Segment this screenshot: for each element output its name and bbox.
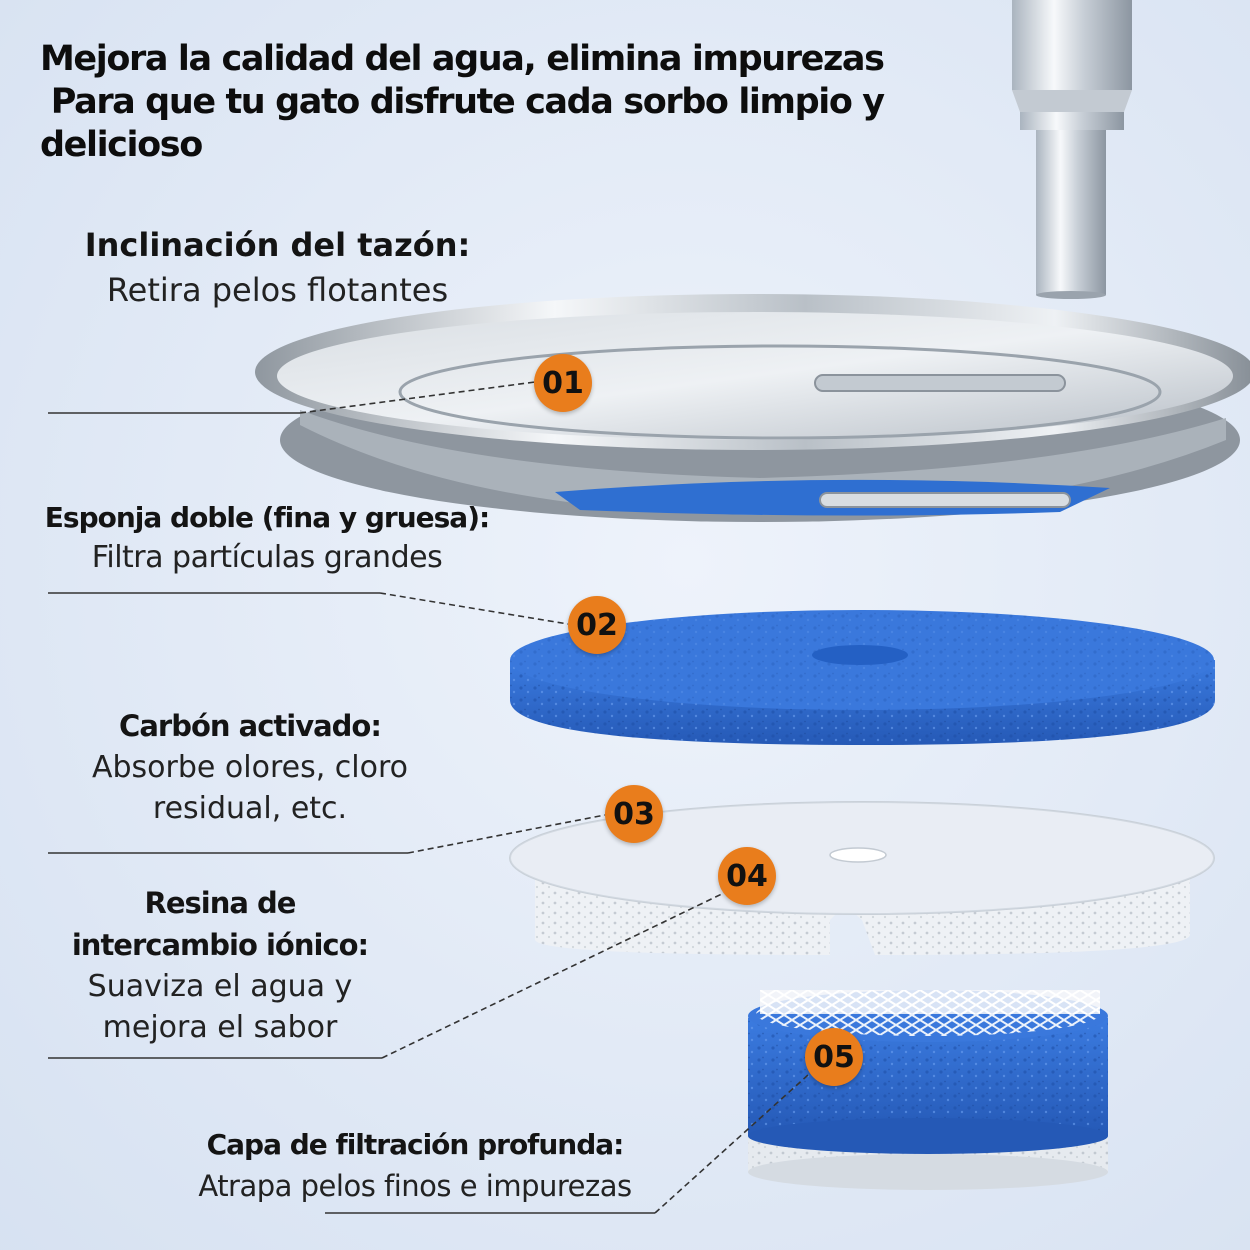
steel-bowl xyxy=(255,294,1250,522)
pump-tube xyxy=(1012,0,1132,299)
layer-05-description: Atrapa pelos finos e impurezas xyxy=(198,1169,632,1203)
layer-02-title: Esponja doble (fina y gruesa): xyxy=(44,501,490,534)
layer-01-description: Retira pelos flotantes xyxy=(106,271,449,309)
layer-01-title: Inclinación del tazón: xyxy=(84,226,471,264)
deep-filter-cylinder xyxy=(748,990,1108,1190)
layer-03-title: Carbón activado: xyxy=(119,709,382,743)
badge-04: 04 xyxy=(718,847,776,905)
badge-02: 02 xyxy=(568,596,626,654)
layer-01-label: Inclinación del tazón: Retira pelos flot… xyxy=(30,222,525,312)
layer-04-title-line-2: intercambio iónico: xyxy=(71,928,369,962)
badge-01: 01 xyxy=(534,354,592,412)
layer-04-description-line-2: mejora el sabor xyxy=(102,1010,338,1045)
layer-04-label: Resina de intercambio iónico: Suaviza el… xyxy=(30,882,410,1048)
layer-03-description-line-1: Absorbe olores, cloro xyxy=(91,750,408,785)
badge-05: 05 xyxy=(805,1028,863,1086)
headline: Mejora la calidad del agua, elimina impu… xyxy=(40,38,1000,167)
layer-05-label: Capa de filtración profunda: Atrapa pelo… xyxy=(150,1125,680,1207)
layer-05-title: Capa de filtración profunda: xyxy=(206,1128,625,1161)
layer-04-description-line-1: Suaviza el agua y xyxy=(87,969,353,1004)
resin-disc xyxy=(509,801,1215,955)
layer-03-label: Carbón activado: Absorbe olores, cloro r… xyxy=(40,705,460,829)
layer-02-description: Filtra partículas grandes xyxy=(91,540,443,575)
headline-line-2: Para que tu gato disfrute cada sorbo lim… xyxy=(40,82,885,122)
layer-03-description-line-2: residual, etc. xyxy=(152,791,348,826)
layer-02-label: Esponja doble (fina y gruesa): Filtra pa… xyxy=(12,498,522,578)
badge-03: 03 xyxy=(605,785,663,843)
headline-line-1: Mejora la calidad del agua, elimina impu… xyxy=(40,39,885,79)
layer-04-title-line-1: Resina de xyxy=(144,886,297,920)
sponge-disc xyxy=(510,610,1215,745)
headline-line-3: delicioso xyxy=(40,125,203,165)
leader-lines xyxy=(48,381,809,1214)
